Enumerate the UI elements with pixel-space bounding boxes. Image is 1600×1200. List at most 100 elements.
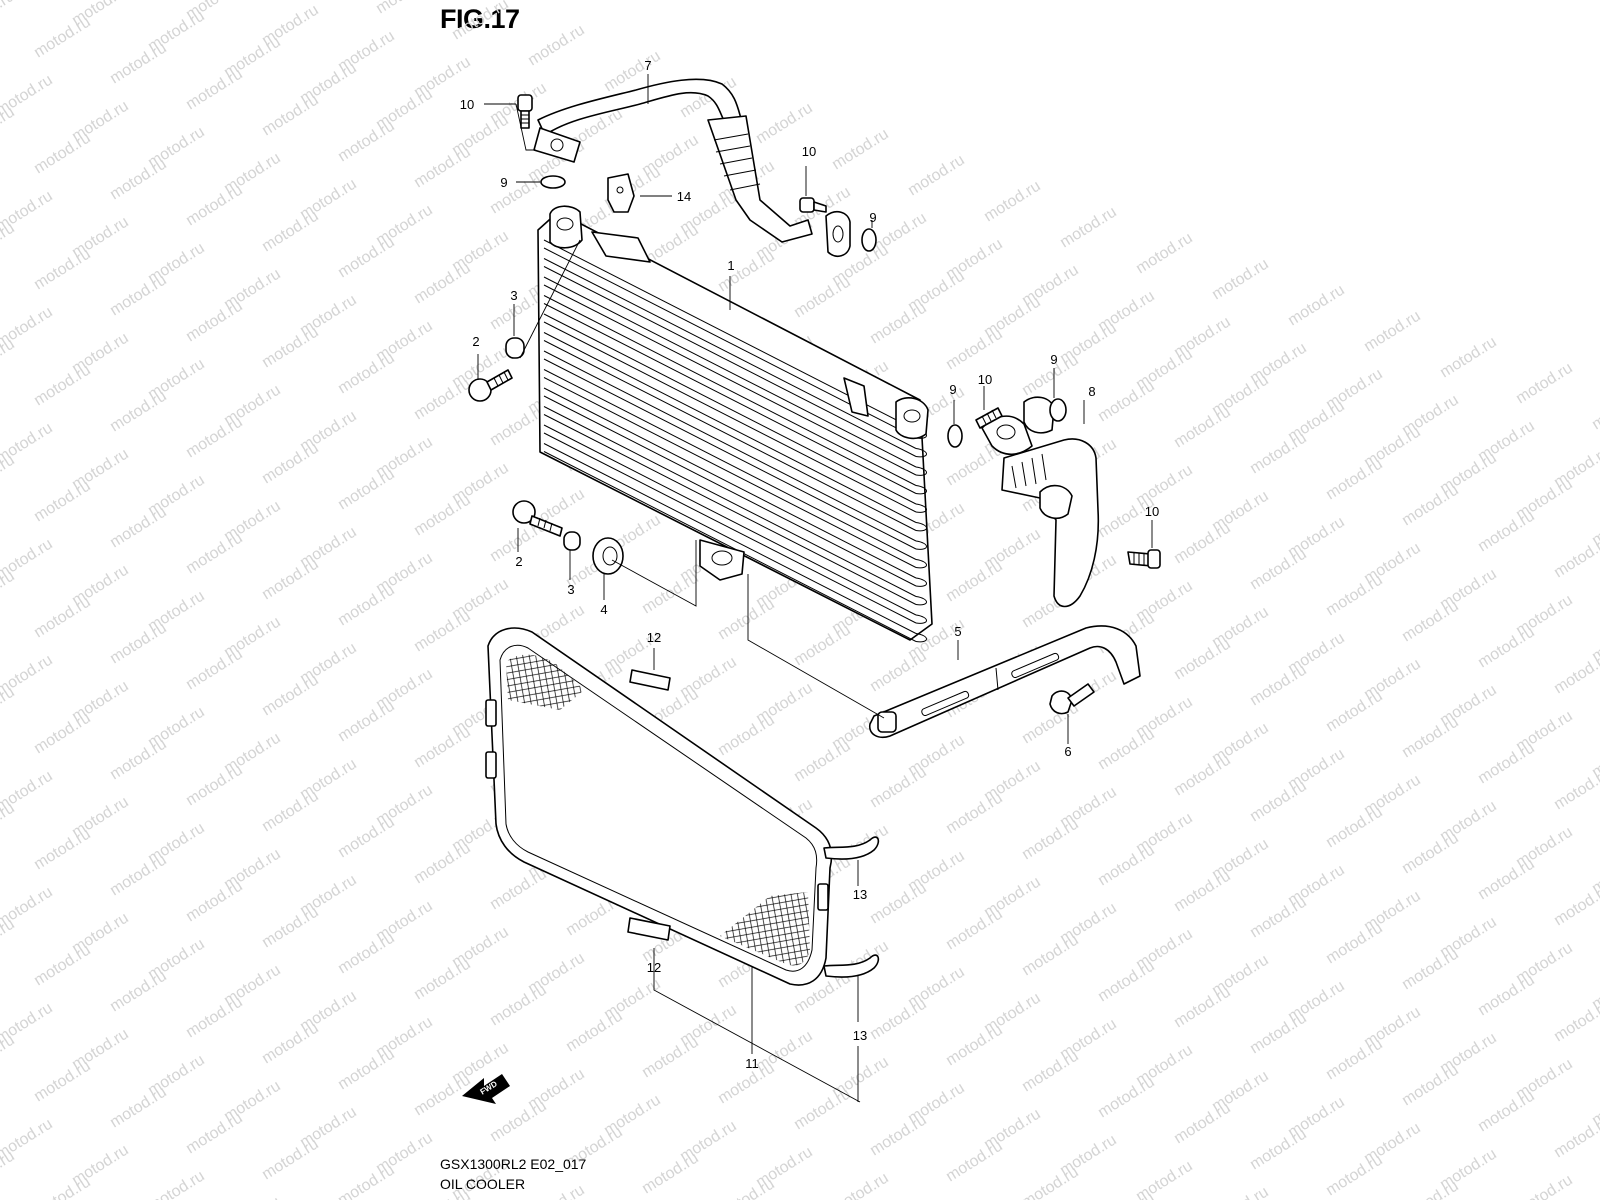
part-13-clip-lower[interactable] bbox=[823, 954, 880, 978]
watermark-text: motod.ru bbox=[259, 1020, 322, 1068]
watermark-text: motod.ru bbox=[1171, 868, 1234, 916]
watermark-text: motod.ru bbox=[525, 1182, 588, 1200]
watermark-text: motod.ru bbox=[259, 788, 322, 836]
part-10-bolt-top[interactable] bbox=[517, 94, 533, 129]
part-9-o-ring-hose[interactable] bbox=[861, 228, 877, 252]
watermark-text: motod.ru bbox=[411, 260, 474, 308]
watermark-text: motod.ru bbox=[1323, 572, 1386, 620]
part-8-lower-oil-hose[interactable] bbox=[981, 396, 1100, 608]
part-12-pad-upper[interactable] bbox=[629, 669, 671, 691]
watermark-text: motod.ru bbox=[107, 504, 170, 552]
watermark-text: motod.ru bbox=[335, 466, 398, 514]
part-6-bolt[interactable] bbox=[1049, 683, 1095, 715]
part-5-bracket[interactable] bbox=[868, 625, 1141, 739]
watermark-text: motod.ru bbox=[183, 182, 246, 230]
watermark-text: motod.ru bbox=[1323, 456, 1386, 504]
part-2-bolt-lower[interactable] bbox=[512, 500, 563, 537]
part-9-o-ring-top[interactable] bbox=[540, 175, 566, 189]
callout-7: 7 bbox=[644, 58, 651, 73]
part-3-collar-upper[interactable] bbox=[505, 337, 525, 359]
leader-lines bbox=[477, 74, 1153, 1103]
watermark-text: motod.ru bbox=[829, 1170, 892, 1200]
watermark-text: motod.ru bbox=[1551, 998, 1600, 1046]
watermark-text: motod.ru bbox=[1551, 534, 1600, 582]
watermark-text: motod.ru bbox=[183, 762, 246, 810]
watermark-text: motod.ru bbox=[411, 144, 474, 192]
callout-9: 9 bbox=[949, 382, 956, 397]
part-9-o-ring-right-b[interactable] bbox=[1049, 398, 1067, 422]
watermark-text: motod.ru bbox=[1361, 308, 1424, 356]
watermark-text: motod.ru bbox=[867, 996, 930, 1044]
callout-2: 2 bbox=[472, 334, 479, 349]
watermark-text: motod.ru bbox=[1589, 386, 1600, 434]
watermark-text: motod.ru bbox=[107, 968, 170, 1016]
part-7-upper-oil-hose[interactable] bbox=[533, 78, 851, 258]
watermark-text: motod.ru bbox=[487, 866, 550, 914]
part-13-clip-upper[interactable] bbox=[823, 836, 880, 860]
part-4-grommet[interactable] bbox=[592, 537, 624, 575]
watermark-text: motod.ru bbox=[1247, 1126, 1310, 1174]
part-10-bolt-right-upper[interactable] bbox=[975, 407, 1003, 429]
part-12-pad-lower[interactable] bbox=[627, 917, 671, 941]
watermark-text: motod.ru bbox=[107, 388, 170, 436]
watermark-text: motod.ru bbox=[183, 298, 246, 346]
watermark-text: motod.ru bbox=[1285, 282, 1348, 330]
watermark-text: motod.ru bbox=[943, 1022, 1006, 1070]
part-14-clamp[interactable] bbox=[607, 173, 635, 213]
watermark-text: motod.ru bbox=[373, 0, 436, 17]
assembly-name: OIL COOLER bbox=[440, 1176, 526, 1192]
watermark-text: motod.ru bbox=[1323, 1152, 1386, 1200]
watermark-text: motod.ru bbox=[1019, 816, 1082, 864]
watermark-text: motod.ru bbox=[145, 1168, 208, 1200]
part-3-collar-lower[interactable] bbox=[563, 531, 581, 551]
watermark-text: motod.ru bbox=[1019, 1048, 1082, 1096]
watermark-text: motod.ru bbox=[259, 92, 322, 140]
watermark-text: motod.ru bbox=[183, 530, 246, 578]
watermark-text: motod.ru bbox=[1323, 920, 1386, 968]
watermark-text: motod.ru bbox=[715, 1176, 778, 1200]
watermark-text: motod.ru bbox=[867, 1112, 930, 1160]
watermark-text: motod.ru bbox=[1323, 804, 1386, 852]
watermark-text: motod.ru bbox=[1171, 984, 1234, 1032]
watermark-text: motod.ru bbox=[1513, 1172, 1576, 1200]
watermark-text: motod.ru bbox=[1247, 546, 1310, 594]
part-10-bolt-right-lower[interactable] bbox=[1127, 549, 1161, 569]
watermark-text: motod.ru bbox=[107, 736, 170, 784]
watermark-text: motod.ru bbox=[981, 178, 1044, 226]
watermark-text: motod.ru bbox=[1171, 636, 1234, 684]
watermark-text: motod.ru bbox=[31, 246, 94, 294]
watermark-text: motod.ru bbox=[183, 878, 246, 926]
callout-labels: 7 10 9 14 10 9 1 3 2 9 10 9 8 10 2 3 4 1… bbox=[460, 58, 1159, 1071]
watermark-text: motod.ru bbox=[1399, 482, 1462, 530]
watermark-text: motod.ru bbox=[335, 814, 398, 862]
watermark-text: motod.ru bbox=[1095, 378, 1158, 426]
part-10-bolt-hose[interactable] bbox=[799, 197, 827, 213]
watermark-text: motod.ru bbox=[335, 1162, 398, 1200]
part-9-o-ring-right-a[interactable] bbox=[947, 424, 963, 448]
watermark-text: motod.ru bbox=[1247, 778, 1310, 826]
watermark-text: motod.ru bbox=[411, 724, 474, 772]
watermark-text: motod.ru bbox=[259, 208, 322, 256]
watermark-text: motod.ru bbox=[791, 274, 854, 322]
watermark-text: motod.ru bbox=[31, 594, 94, 642]
watermark-text: motod.ru bbox=[1019, 1164, 1082, 1200]
part-2-bolt-upper[interactable] bbox=[468, 369, 513, 402]
watermark-text: motod.ru bbox=[867, 764, 930, 812]
watermark-text: motod.ru bbox=[0, 0, 18, 35]
watermark-text: motod.ru bbox=[715, 596, 778, 644]
callout-11: 11 bbox=[745, 1056, 759, 1071]
watermark-text: motod.ru bbox=[411, 492, 474, 540]
watermark-text: motod.ru bbox=[905, 1196, 968, 1200]
callout-10: 10 bbox=[978, 372, 992, 387]
watermark-text: motod.ru bbox=[1171, 404, 1234, 452]
watermark-text: motod.ru bbox=[1171, 520, 1234, 568]
watermark-text: motod.ru bbox=[183, 994, 246, 1042]
watermark-text: motod.ru bbox=[1323, 688, 1386, 736]
part-1-oil-cooler-core[interactable] bbox=[537, 205, 933, 643]
watermark-text: motod.ru bbox=[335, 930, 398, 978]
watermark-text: motod.ru bbox=[1209, 1184, 1272, 1200]
watermark-text: motod.ru bbox=[259, 1136, 322, 1184]
part-11-cooler-guard[interactable] bbox=[485, 627, 833, 986]
callout-14: 14 bbox=[677, 189, 691, 204]
